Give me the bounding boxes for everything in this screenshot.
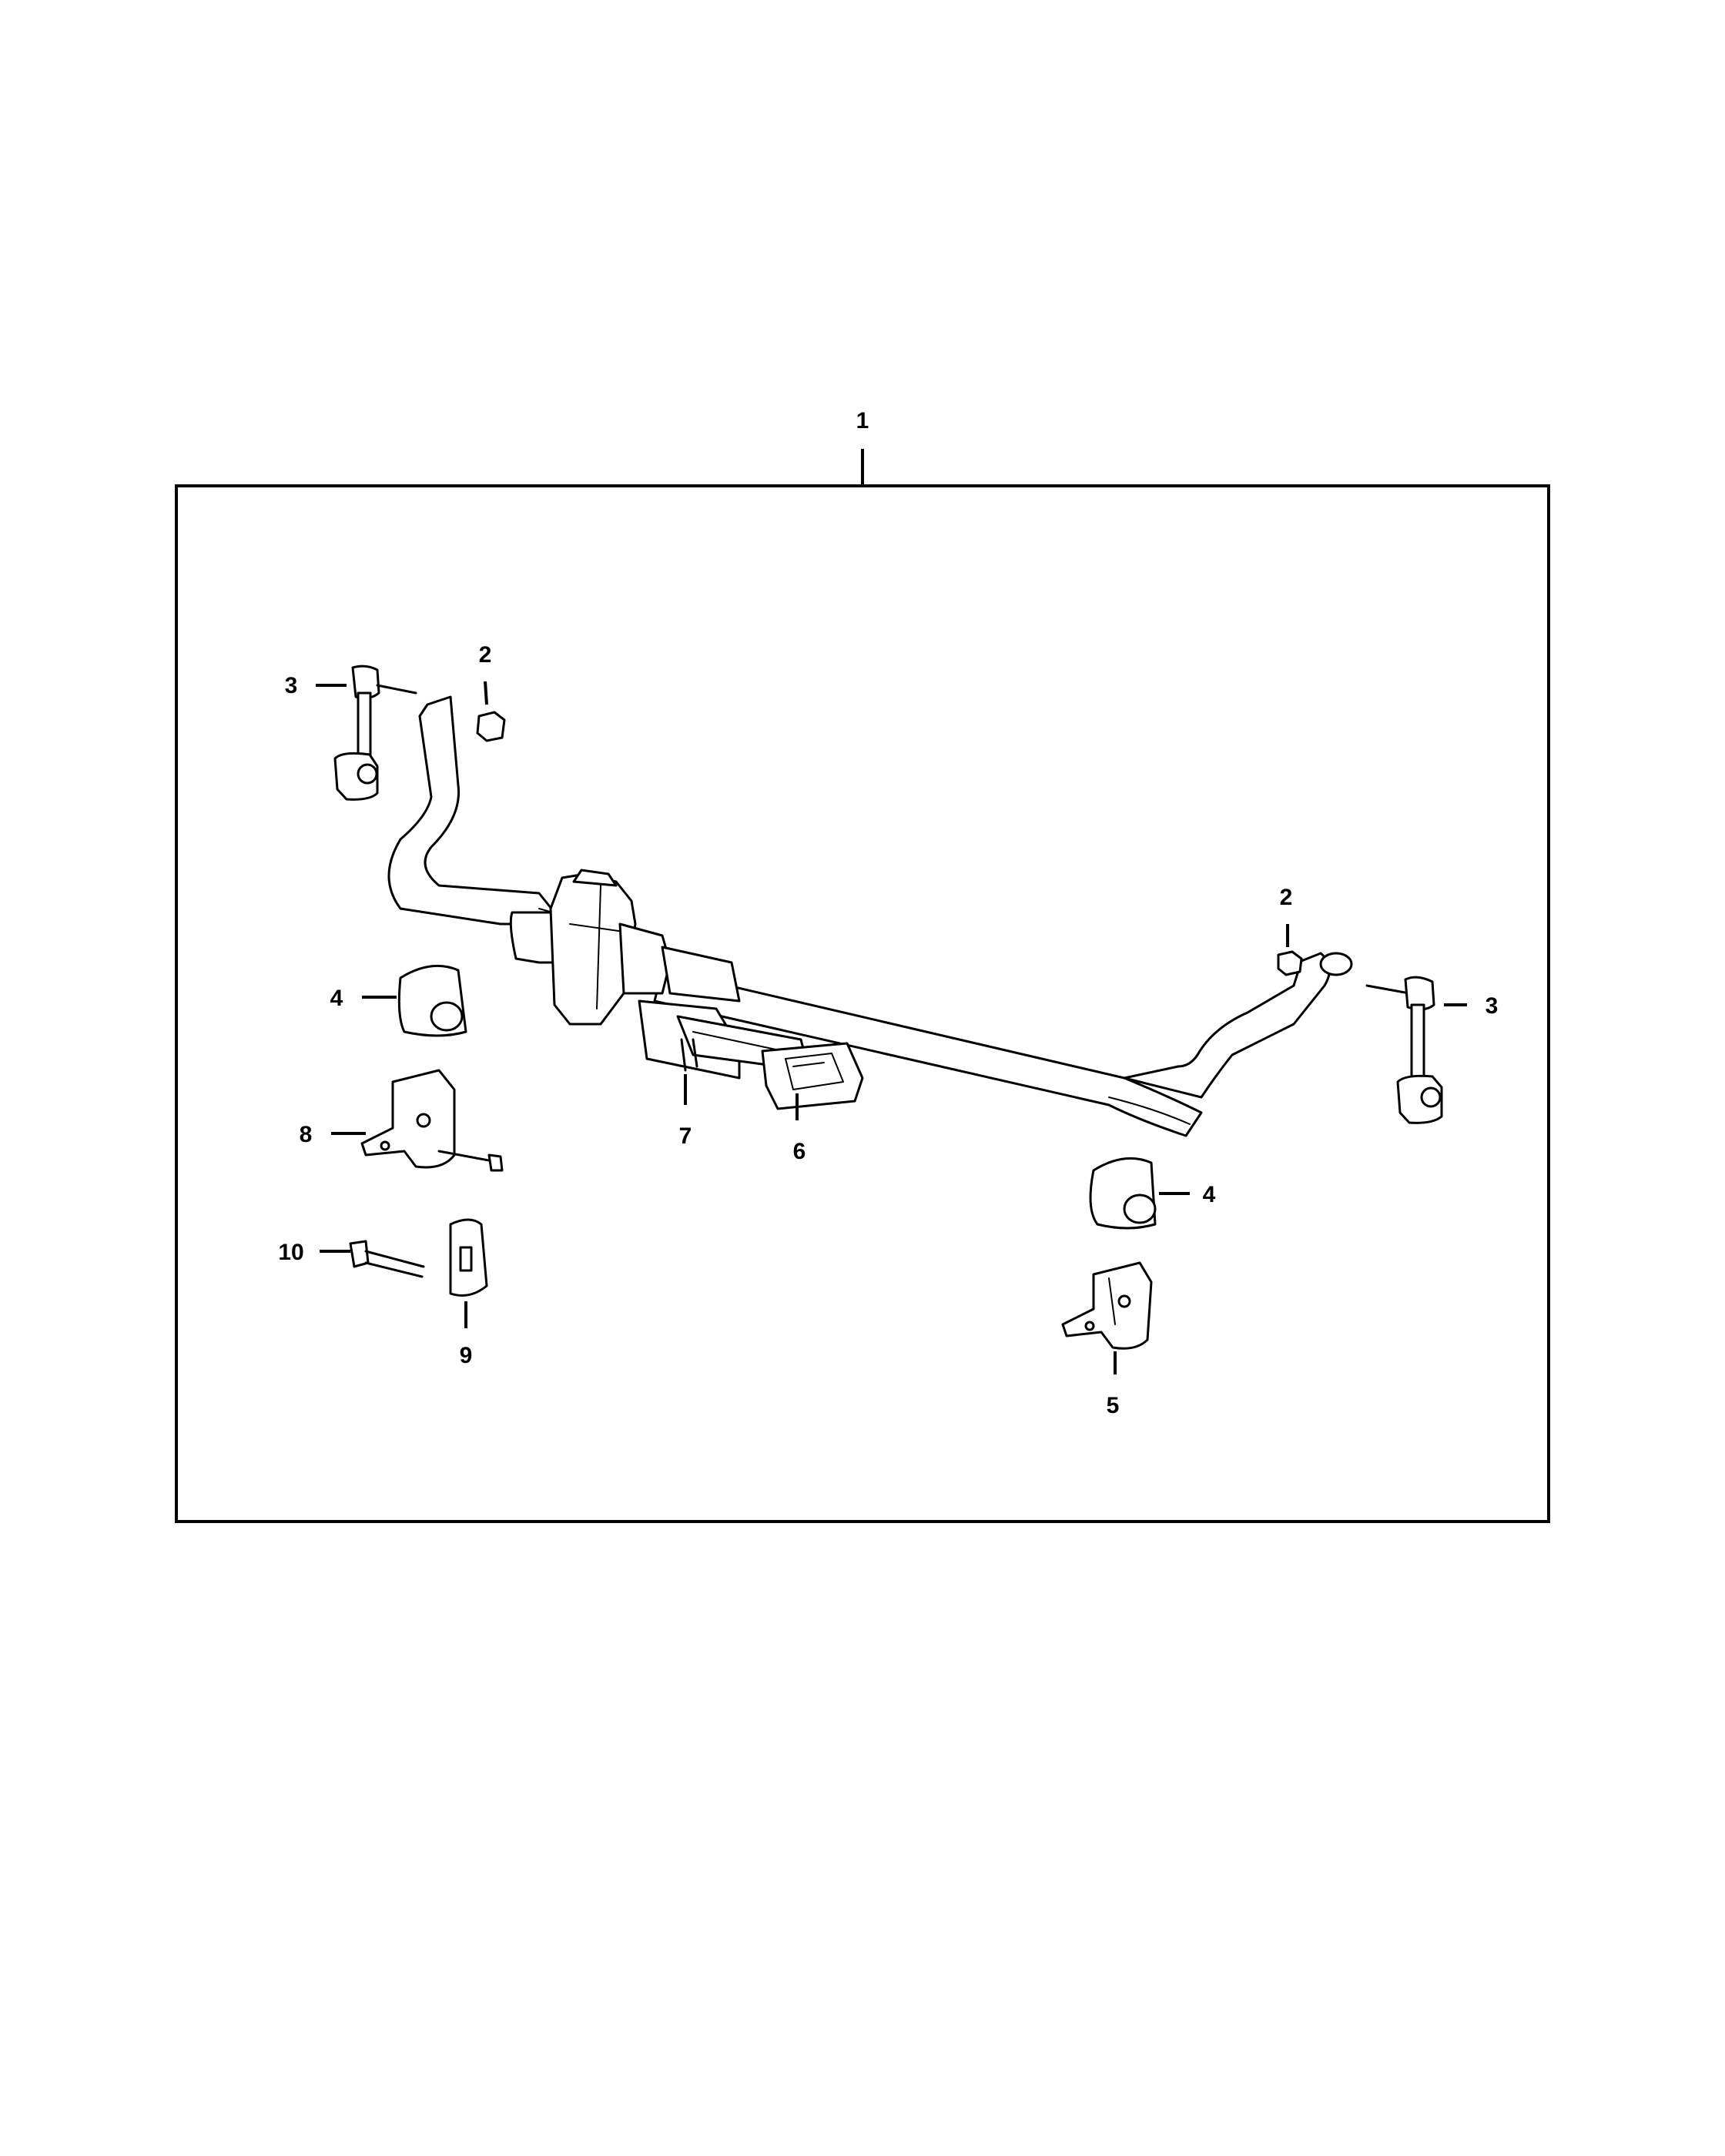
part-10-bolt [349, 1240, 425, 1278]
part-6-module [761, 1042, 864, 1110]
callout-2b-label: 2 [1280, 885, 1293, 910]
callout-9-label: 9 [460, 1343, 473, 1368]
callout-5-label: 5 [1107, 1393, 1120, 1418]
callout-3a-label: 3 [285, 673, 298, 698]
callout-8-label: 8 [300, 1122, 313, 1147]
part-4-left-bushing [397, 964, 467, 1037]
callout-2a-leader [484, 681, 488, 705]
callout-2a-label: 2 [479, 642, 492, 668]
callout-10-label: 10 [278, 1240, 303, 1265]
callout-7-label: 7 [679, 1123, 692, 1149]
callout-4b-label: 4 [1203, 1182, 1216, 1207]
part-7-connector [680, 1038, 698, 1072]
part-2-left-nut [476, 711, 506, 742]
callout-6-label: 6 [793, 1139, 806, 1164]
part-3-left-end-link [333, 665, 417, 801]
part-5-bracket [1061, 1261, 1153, 1350]
callout-4a-label: 4 [330, 986, 343, 1011]
callout-1-label: 1 [856, 408, 869, 434]
part-9-isolator [449, 1218, 488, 1297]
callout-3b-label: 3 [1486, 993, 1499, 1019]
part-3-right-end-link [1365, 976, 1443, 1124]
kit-frame [175, 484, 1550, 1523]
part-2-right-nut [1277, 950, 1303, 976]
actuator-assembly [509, 869, 810, 1080]
part-4-right-bushing [1089, 1157, 1157, 1230]
part-8-bracket-with-bolt [360, 1069, 504, 1172]
